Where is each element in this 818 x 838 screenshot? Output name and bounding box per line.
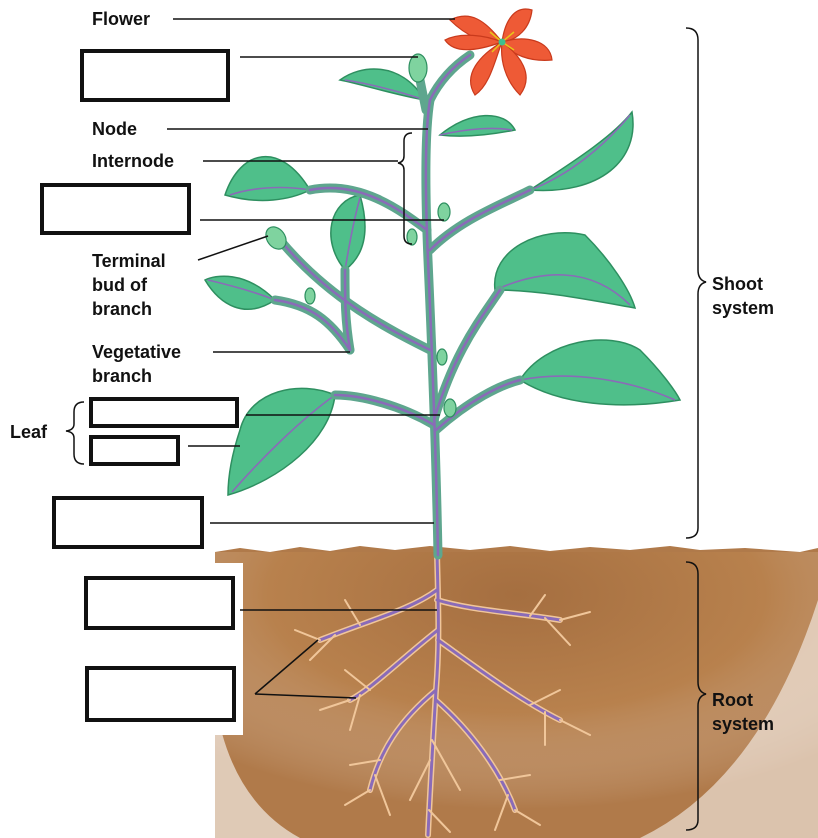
vegetative-branch-label: Vegetative branch [92, 340, 181, 388]
blank-answer-box-6[interactable] [84, 576, 235, 630]
blank-answer-box-2[interactable] [40, 183, 191, 235]
blank-answer-box-3[interactable] [89, 397, 239, 428]
flower-drawing [445, 9, 552, 95]
root-system-label: Root system [712, 688, 774, 736]
node-label: Node [92, 117, 137, 141]
blank-answer-box-7[interactable] [85, 666, 236, 722]
internode-bracket [398, 133, 412, 244]
terminal-bud-leader [198, 236, 268, 260]
leaf-bracket [66, 402, 84, 464]
internode-label: Internode [92, 149, 174, 173]
leaves [205, 69, 680, 495]
blank-answer-box-5[interactable] [52, 496, 204, 549]
shoot-system-label: Shoot system [712, 272, 774, 320]
terminal-bud-label: Terminal bud of branch [92, 249, 166, 321]
blank-answer-box-4[interactable] [89, 435, 180, 466]
shoot-system-bracket [686, 28, 706, 538]
leaf-label: Leaf [10, 420, 47, 444]
blank-answer-box-1[interactable] [80, 49, 230, 102]
flower-label: Flower [92, 7, 150, 31]
